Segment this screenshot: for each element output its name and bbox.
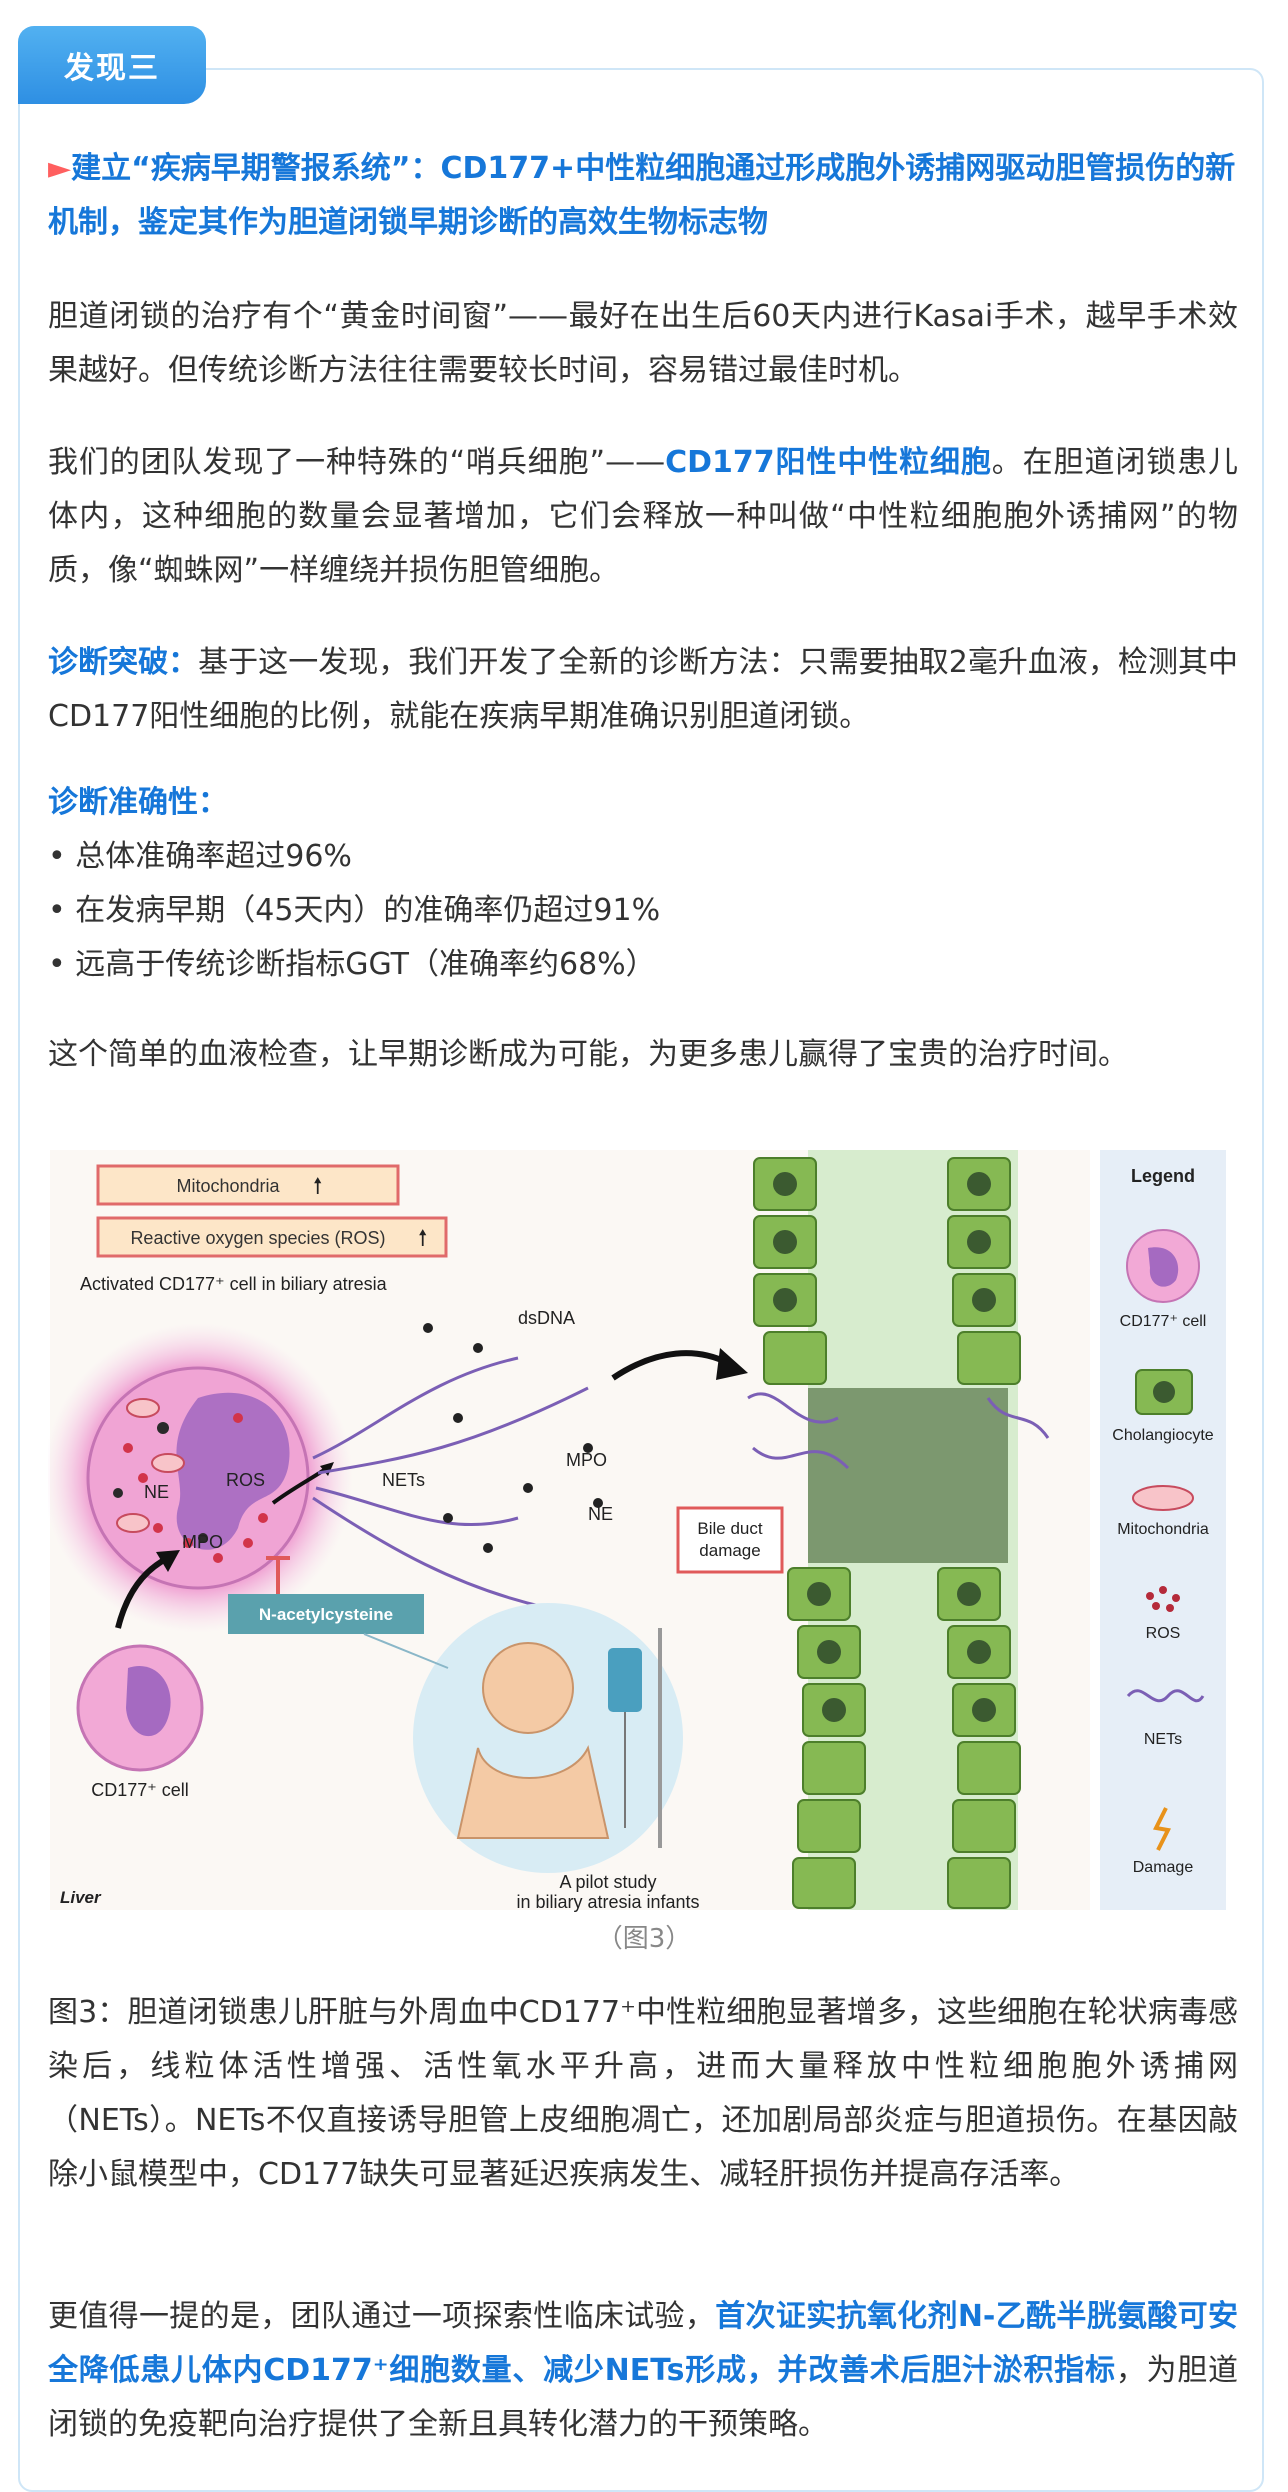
paragraph-text: 。在胆道闭锁患儿体内，这种细胞的数量会显著增加，它们会释放一种叫做“中性粒细胞胞… <box>48 445 1239 588</box>
highlight-text: CD177阳性中性粒细胞 <box>665 445 992 480</box>
activated-cell-label: Activated CD177⁺ cell in biliary atresia <box>80 1274 388 1294</box>
arrow-icon <box>320 1462 334 1476</box>
ros-icon <box>1146 1586 1180 1612</box>
paragraph-clinical-trial: 更值得一提的是，团队通过一项探索性临床试验，首次证实抗氧化剂N-乙酰半胱氨酸可安… <box>48 2290 1238 2452</box>
ros-label: ROS <box>226 1470 265 1490</box>
triangle-marker-icon: ► <box>48 151 72 186</box>
legend-item: Cholangiocyte <box>1112 1427 1214 1444</box>
section-label: 诊断突破： <box>48 645 199 680</box>
paragraph-text: 更值得一提的是，团队通过一项探索性临床试验， <box>48 2299 716 2334</box>
mitochondria-icon <box>1132 1485 1194 1511</box>
paragraph-summary: 这个简单的血液检查，让早期诊断成为可能，为更多患儿赢得了宝贵的治疗时间。 <box>48 1028 1238 1082</box>
section-label: 诊断准确性： <box>48 785 228 820</box>
paragraph-text: ，为胆道闭锁的免疫靶向治疗提供了全新且具转化潜力的干预策略。 <box>48 2353 1239 2442</box>
list-item: 总体准确率超过96% <box>48 830 1238 884</box>
legend-item: NETs <box>1144 1731 1182 1748</box>
paragraph-text: 我们的团队发现了一种特殊的“哨兵细胞”—— <box>48 445 666 480</box>
bile-damage-label: damage <box>699 1541 760 1560</box>
up-arrow-icon: 🠕 <box>418 1225 427 1250</box>
list-item: 远高于传统诊断指标GGT（准确率约68%） <box>48 938 1238 992</box>
paragraph-text: 基于这一发现，我们开发了全新的诊断方法：只需要抽取2毫升血液，检测其中CD177… <box>48 645 1239 734</box>
paragraph-text: 这个简单的血液检查，让早期诊断成为可能，为更多患儿赢得了宝贵的治疗时间。 <box>48 1037 1128 1072</box>
figure-3-diagram: Mitochondria 🠕 Reactive oxygen species (… <box>43 1148 1228 1912</box>
dsdna-label: dsDNA <box>518 1308 575 1328</box>
ros-box-label: Reactive oxygen species (ROS) <box>130 1228 385 1248</box>
list-item: 在发病早期（45天内）的准确率仍超过91% <box>48 884 1238 938</box>
headline-text: 建立“疾病早期警报系统”：CD177+中性粒细胞通过形成胞外诱捕网驱动胆管损伤的… <box>48 151 1236 240</box>
pilot-study-label: in biliary atresia infants <box>516 1892 699 1912</box>
highlight-text: 首次证实抗氧化剂N-乙酰半胱氨酸可安全降低患儿体内CD177⁺细胞数量、减少NE… <box>48 2299 1238 2388</box>
figure-caption: （图3） <box>596 1924 692 1954</box>
legend-title: Legend <box>1131 1166 1195 1186</box>
paragraph-intro: 胆道闭锁的治疗有个“黄金时间窗”——最好在出生后60天内进行Kasai手术，越早… <box>48 290 1238 398</box>
figure-svg: Mitochondria 🠕 Reactive oxygen species (… <box>43 1148 1228 1912</box>
section-tab: 发现三 <box>18 26 206 104</box>
damage-icon <box>1153 1807 1171 1851</box>
mpo-label-2: MPO <box>566 1450 607 1470</box>
nac-label: N-acetylcysteine <box>259 1605 393 1624</box>
paragraph-diagnosis: 诊断突破：基于这一发现，我们开发了全新的诊断方法：只需要抽取2毫升血液，检测其中… <box>48 636 1238 744</box>
arrow-icon <box>156 1550 180 1572</box>
nets-label: NETs <box>382 1470 425 1490</box>
paragraph-figure-description: 图3：胆道闭锁患儿肝脏与外周血中CD177⁺中性粒细胞显著增多，这些细胞在轮状病… <box>48 1986 1238 2202</box>
up-arrow-icon: 🠕 <box>313 1173 322 1198</box>
bile-damage-label: Bile duct <box>697 1519 762 1538</box>
accuracy-list: 总体准确率超过96% 在发病早期（45天内）的准确率仍超过91% 远高于传统诊断… <box>48 830 1238 992</box>
paragraph-text: 胆道闭锁的治疗有个“黄金时间窗”——最好在出生后60天内进行Kasai手术，越早… <box>48 299 1238 388</box>
arrow-icon <box>716 1348 748 1380</box>
legend-item: CD177⁺ cell <box>1120 1313 1207 1330</box>
paragraph-text: 图3：胆道闭锁患儿肝脏与外周血中CD177⁺中性粒细胞显著增多，这些细胞在轮状病… <box>48 1995 1238 2192</box>
nets-strands-icon <box>312 1356 589 1610</box>
headline: ►建立“疾病早期警报系统”：CD177+中性粒细胞通过形成胞外诱捕网驱动胆管损伤… <box>48 142 1238 250</box>
mpo-label: MPO <box>182 1532 223 1552</box>
ne-label: NE <box>144 1482 169 1502</box>
legend-item: Damage <box>1133 1859 1194 1876</box>
cd177-cell-label: CD177⁺ cell <box>91 1780 189 1800</box>
pilot-study-label: A pilot study <box>559 1872 656 1892</box>
accuracy-section: 诊断准确性： 总体准确率超过96% 在发病早期（45天内）的准确率仍超过91% … <box>48 776 1238 992</box>
nets-icon <box>1126 1689 1205 1703</box>
legend-item: ROS <box>1146 1625 1181 1642</box>
legend-item: Mitochondria <box>1117 1521 1209 1538</box>
ne-label-2: NE <box>588 1504 613 1524</box>
paragraph-sentinel: 我们的团队发现了一种特殊的“哨兵细胞”——CD177阳性中性粒细胞。在胆道闭锁患… <box>48 436 1238 598</box>
liver-label: Liver <box>60 1888 102 1907</box>
mito-box-label: Mitochondria <box>176 1176 280 1196</box>
